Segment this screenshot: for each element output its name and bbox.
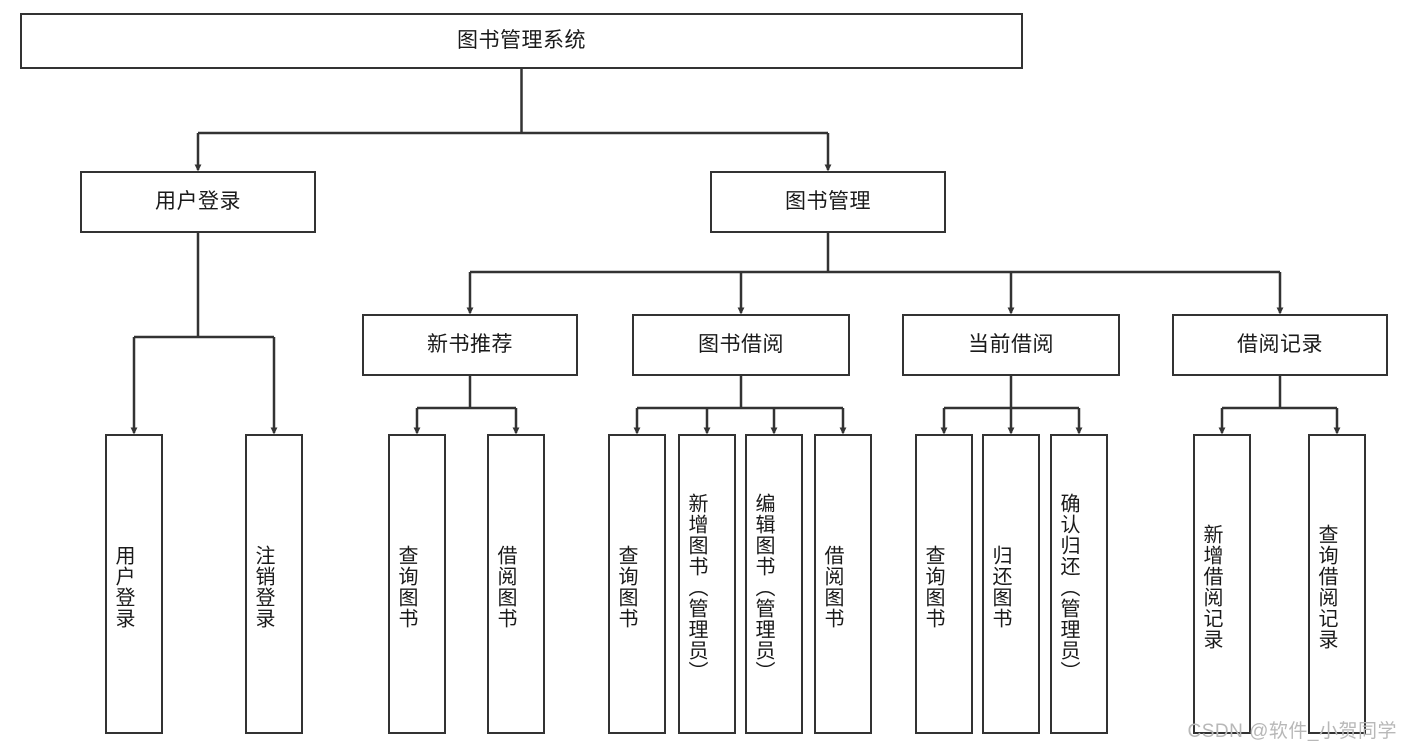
node-newbook[interactable]: 新书推荐 [362, 314, 578, 376]
node-label: 查询图书 [395, 545, 417, 629]
node-label: 图书借阅 [698, 332, 784, 356]
node-label: 编辑图书（管理员） [752, 492, 774, 682]
node-label: 当前借阅 [968, 332, 1054, 356]
node-leaf-newbook-2[interactable]: 借阅图书 [487, 434, 545, 734]
node-label: 借阅图书 [494, 545, 516, 629]
node-label: 借阅记录 [1237, 332, 1323, 356]
node-leaf-current-3[interactable]: 确认归还（管理员） [1050, 434, 1108, 734]
node-label: 查询借阅记录 [1315, 524, 1337, 650]
node-label: 新增借阅记录 [1200, 524, 1222, 650]
node-root[interactable]: 图书管理系统 [20, 13, 1023, 69]
node-label: 注销登录 [252, 545, 274, 629]
node-leaf-borrow-4[interactable]: 借阅图书 [814, 434, 872, 734]
node-label: 借阅图书 [821, 545, 843, 629]
node-label: 新书推荐 [427, 332, 513, 356]
node-label: 确认归还（管理员） [1057, 492, 1079, 682]
node-leaf-current-2[interactable]: 归还图书 [982, 434, 1040, 734]
node-label: 图书管理 [785, 189, 871, 213]
node-login[interactable]: 用户登录 [80, 171, 316, 233]
node-bookmgmt[interactable]: 图书管理 [710, 171, 946, 233]
node-leaf-records-2[interactable]: 查询借阅记录 [1308, 434, 1366, 734]
node-leaf-login-1[interactable]: 用户登录 [105, 434, 163, 734]
node-borrow[interactable]: 图书借阅 [632, 314, 850, 376]
node-label: 用户登录 [155, 189, 241, 213]
node-leaf-newbook-1[interactable]: 查询图书 [388, 434, 446, 734]
node-label: 查询图书 [922, 545, 944, 629]
node-leaf-borrow-3[interactable]: 编辑图书（管理员） [745, 434, 803, 734]
node-label: 图书管理系统 [457, 28, 586, 52]
node-records[interactable]: 借阅记录 [1172, 314, 1388, 376]
node-leaf-login-2[interactable]: 注销登录 [245, 434, 303, 734]
node-label: 查询图书 [615, 545, 637, 629]
node-label: 用户登录 [112, 545, 134, 629]
node-leaf-borrow-2[interactable]: 新增图书（管理员） [678, 434, 736, 734]
node-leaf-borrow-1[interactable]: 查询图书 [608, 434, 666, 734]
watermark: CSDN @软件_小贺同学 [1187, 721, 1397, 742]
node-label: 归还图书 [989, 545, 1011, 629]
node-label: 新增图书（管理员） [685, 492, 707, 682]
node-leaf-records-1[interactable]: 新增借阅记录 [1193, 434, 1251, 734]
node-leaf-current-1[interactable]: 查询图书 [915, 434, 973, 734]
node-current[interactable]: 当前借阅 [902, 314, 1120, 376]
